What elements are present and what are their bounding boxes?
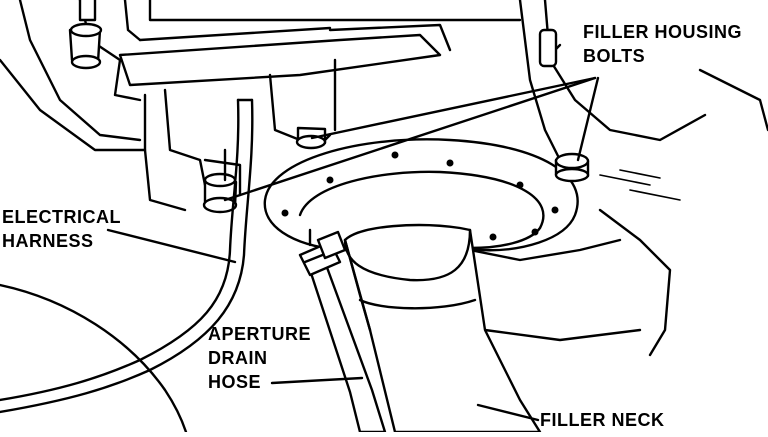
leader-filler-housing-bolts-a xyxy=(223,76,597,202)
filler-housing xyxy=(263,138,579,252)
label-filler-neck: FILLER NECK xyxy=(540,410,665,430)
label-aperture-drain-hose-line3: HOSE xyxy=(208,372,262,392)
wheel-arc xyxy=(0,283,188,434)
leader-filler-housing-bolts-b xyxy=(310,76,597,140)
housing-bolt-left xyxy=(202,148,238,214)
leader-lines xyxy=(106,76,600,422)
housing-bolt-top xyxy=(295,126,327,150)
leader-filler-housing-bolts-c xyxy=(576,76,600,162)
upper-body-structure xyxy=(0,0,768,357)
label-electrical-harness-line1: ELECTRICAL xyxy=(2,207,121,227)
electrical-harness-cable xyxy=(0,98,254,414)
filler-neck-tube xyxy=(343,223,542,434)
label-aperture-drain-hose-line2: DRAIN xyxy=(208,348,268,368)
label-filler-housing-bolts-line2: BOLTS xyxy=(583,46,646,66)
leader-aperture-drain-hose xyxy=(270,376,364,385)
housing-bolt-right xyxy=(554,152,590,183)
label-aperture-drain-hose-line1: APERTURE xyxy=(208,324,312,344)
top-left-plug xyxy=(68,0,103,70)
leader-electrical-harness xyxy=(106,228,237,264)
label-filler-housing-bolts-line1: FILLER HOUSING xyxy=(583,22,742,42)
label-electrical-harness-line2: HARNESS xyxy=(2,231,94,251)
leader-filler-neck xyxy=(476,403,540,422)
